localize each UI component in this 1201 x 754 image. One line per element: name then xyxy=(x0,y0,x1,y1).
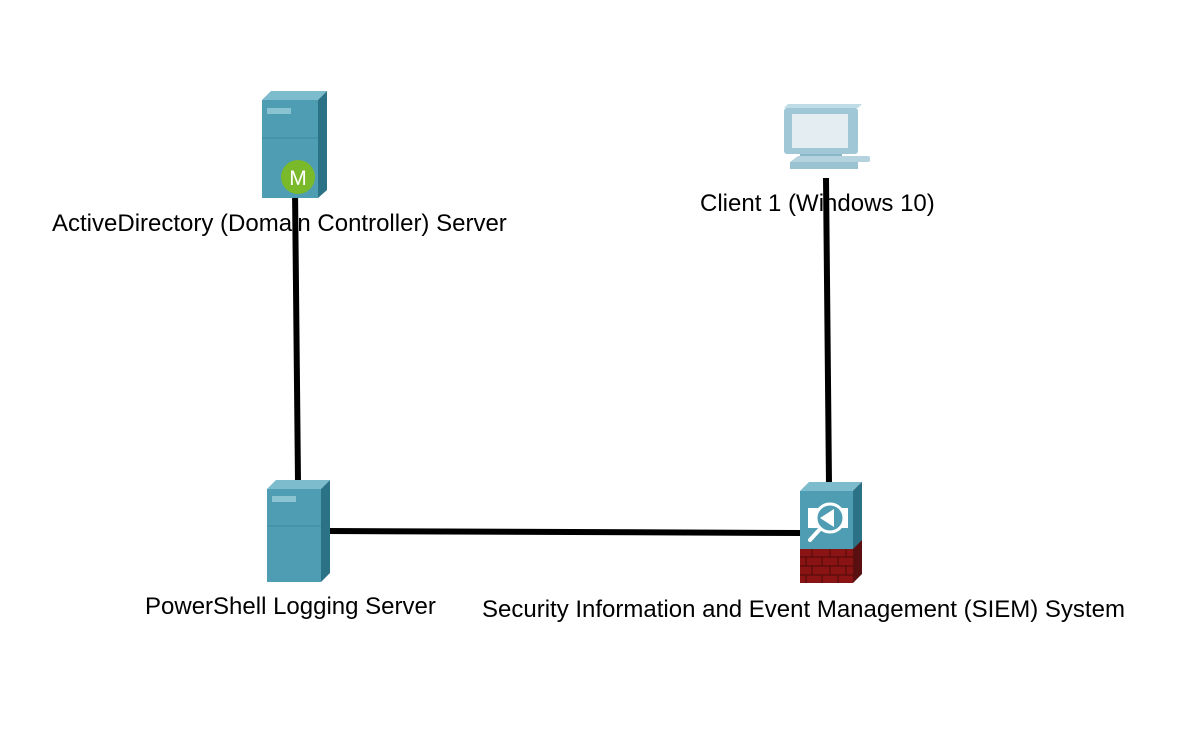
badge-text: M xyxy=(289,167,307,190)
ad-server-icon[interactable]: M xyxy=(262,91,327,198)
managed-badge-icon xyxy=(281,160,315,194)
ps-server-icon[interactable] xyxy=(267,480,330,582)
client1-label: Client 1 (Windows 10) xyxy=(700,190,935,217)
siem-firewall-icon[interactable] xyxy=(800,482,862,583)
ps-server-label: PowerShell Logging Server xyxy=(145,593,436,620)
link-ps-siem xyxy=(327,528,803,536)
ad-server-label: ActiveDirectory (Domain Controller) Serv… xyxy=(52,210,507,237)
link-ad-ps xyxy=(292,189,301,483)
link-client-siem xyxy=(823,177,832,486)
siem-label: Security Information and Event Managemen… xyxy=(482,596,1125,623)
client-pc-icon[interactable] xyxy=(784,104,870,169)
